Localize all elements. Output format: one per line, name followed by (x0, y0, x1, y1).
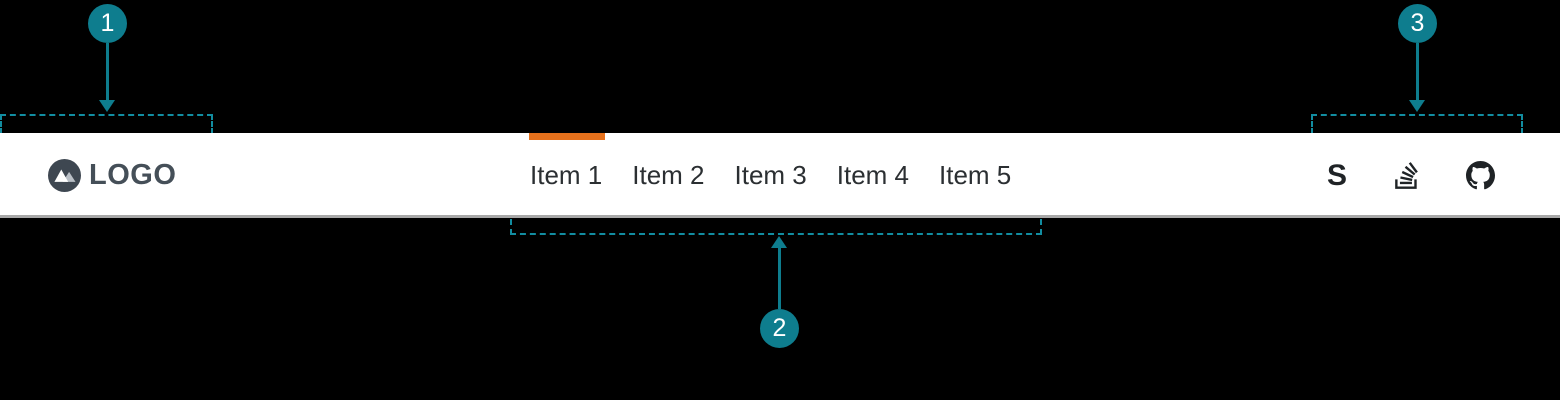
nav-item-4[interactable]: Item 4 (837, 133, 909, 218)
nav-item-label: Item 4 (836, 160, 909, 190)
navbar: LOGO Item 1 Item 2 Item 3 Item 4 Item 5 … (0, 133, 1560, 218)
nav-item-label: Item 5 (939, 160, 1012, 190)
callout-badge-2: 2 (760, 309, 799, 348)
stack-exchange-glyph: S (1326, 158, 1347, 192)
social-icons-group: S (1327, 133, 1495, 218)
github-icon[interactable] (1466, 161, 1495, 190)
nav-item-label: Item 2 (632, 160, 705, 190)
callout-arrow-line-1 (106, 43, 109, 101)
callout-arrowhead-1 (99, 100, 115, 112)
callout-arrow-line-3 (1416, 43, 1419, 101)
stack-exchange-icon[interactable]: S (1326, 158, 1347, 192)
logo[interactable]: LOGO (48, 133, 176, 218)
mountain-logo-icon (48, 159, 81, 192)
nav-item-5[interactable]: Item 5 (939, 133, 1011, 218)
stack-overflow-icon[interactable] (1395, 160, 1418, 191)
callout-arrowhead-2 (771, 236, 787, 248)
callout-arrow-line-2 (778, 247, 781, 309)
social-icons-region-outline (1311, 114, 1523, 134)
nav-menu: Item 1 Item 2 Item 3 Item 4 Item 5 (529, 133, 1011, 218)
nav-item-2[interactable]: Item 2 (632, 133, 704, 218)
nav-item-1[interactable]: Item 1 (529, 133, 606, 218)
callout-badge-3: 3 (1398, 4, 1437, 43)
callout-arrowhead-3 (1409, 100, 1425, 112)
nav-item-label: Item 1 (530, 160, 603, 190)
active-tab-indicator (529, 133, 606, 140)
nav-item-3[interactable]: Item 3 (735, 133, 807, 218)
logo-region-outline (0, 114, 213, 134)
nav-items-region-outline (510, 219, 1042, 235)
callout-number-1: 1 (100, 9, 115, 37)
callout-number-3: 3 (1410, 9, 1425, 37)
callout-number-2: 2 (772, 314, 787, 342)
callout-badge-1: 1 (88, 4, 127, 43)
nav-item-label: Item 3 (734, 160, 807, 190)
logo-text: LOGO (89, 159, 177, 191)
